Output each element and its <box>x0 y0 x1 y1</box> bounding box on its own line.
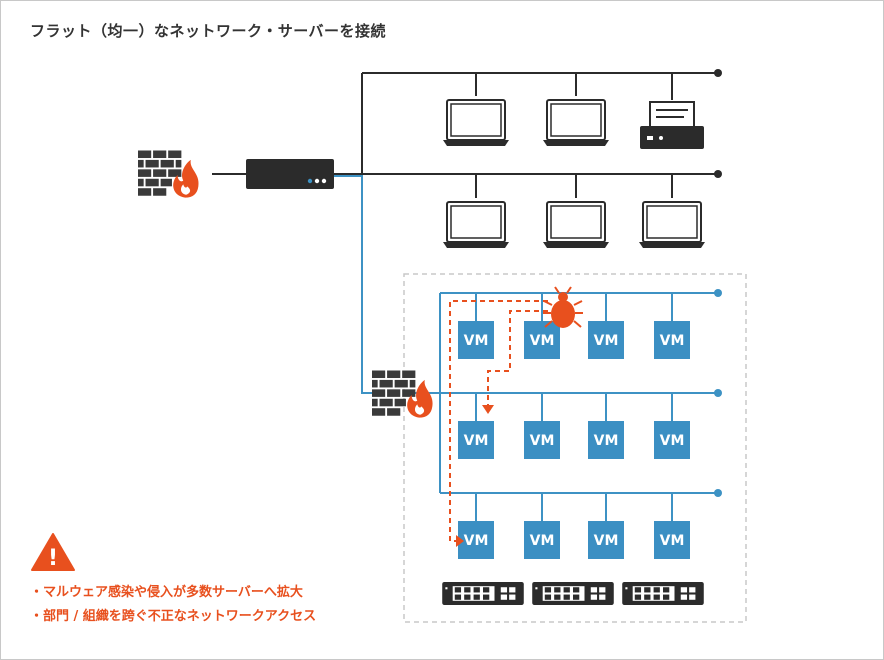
vm-box: VM <box>654 321 690 359</box>
vm-box: VM <box>588 521 624 559</box>
laptop-icon <box>542 201 610 249</box>
malware-spread-paths <box>449 300 548 542</box>
warning-text-unauthorized-access: ・部門 / 組織を跨ぐ不正なネットワークアクセス <box>30 609 317 624</box>
warning-text-malware-spread: ・マルウェア感染や侵入が多数サーバーへ拡大 <box>30 585 303 600</box>
vm-box: VM <box>654 521 690 559</box>
vm-box: VM <box>588 421 624 459</box>
svg-text:VM: VM <box>464 433 489 449</box>
firewall-icon <box>372 370 433 418</box>
svg-text:VM: VM <box>530 433 555 449</box>
datacenter-boundary <box>403 273 747 623</box>
vm-box: VM <box>524 321 560 359</box>
page-title: フラット（均一）なネットワーク・サーバーを接続 <box>30 22 387 40</box>
network-switch-icon <box>442 582 524 605</box>
vm-box: VM <box>458 321 494 359</box>
router-icon <box>246 159 334 189</box>
laptop-icon <box>442 201 510 249</box>
malware-bug-icon <box>543 286 583 328</box>
vm-box: VM <box>458 521 494 559</box>
svg-text:VM: VM <box>594 333 619 349</box>
printer-icon <box>640 101 704 149</box>
vm-box: VM <box>588 321 624 359</box>
bus-endpoint <box>714 289 722 297</box>
vm-box: VM <box>458 421 494 459</box>
svg-text:VM: VM <box>660 533 685 549</box>
svg-text:VM: VM <box>660 433 685 449</box>
svg-text:!: ! <box>48 546 58 571</box>
network-switch-icon <box>622 582 704 605</box>
datacenter-uplink <box>334 175 374 394</box>
bus-endpoint <box>714 489 722 497</box>
warning-icon: ! <box>31 533 75 571</box>
svg-text:VM: VM <box>530 333 555 349</box>
vm-network-lines <box>406 292 716 521</box>
laptop-icon <box>638 201 706 249</box>
svg-text:VM: VM <box>464 533 489 549</box>
spread-arrowhead <box>456 535 464 547</box>
svg-text:VM: VM <box>594 533 619 549</box>
network-switch-icon <box>532 582 614 605</box>
laptop-icon <box>442 99 510 147</box>
spread-arrowhead <box>482 405 494 414</box>
firewall-icon <box>138 150 199 198</box>
vm-grid: VM VM VM VM VM VM VM VM VM VM VM VM <box>458 321 690 559</box>
bus-endpoint <box>714 69 722 77</box>
laptop-icon <box>542 99 610 147</box>
svg-text:VM: VM <box>530 533 555 549</box>
svg-text:VM: VM <box>464 333 489 349</box>
bus-endpoint <box>714 389 722 397</box>
svg-text:VM: VM <box>660 333 685 349</box>
vm-box: VM <box>654 421 690 459</box>
svg-text:VM: VM <box>594 433 619 449</box>
vm-box: VM <box>524 421 560 459</box>
bus-endpoint <box>714 170 722 178</box>
vm-box: VM <box>524 521 560 559</box>
